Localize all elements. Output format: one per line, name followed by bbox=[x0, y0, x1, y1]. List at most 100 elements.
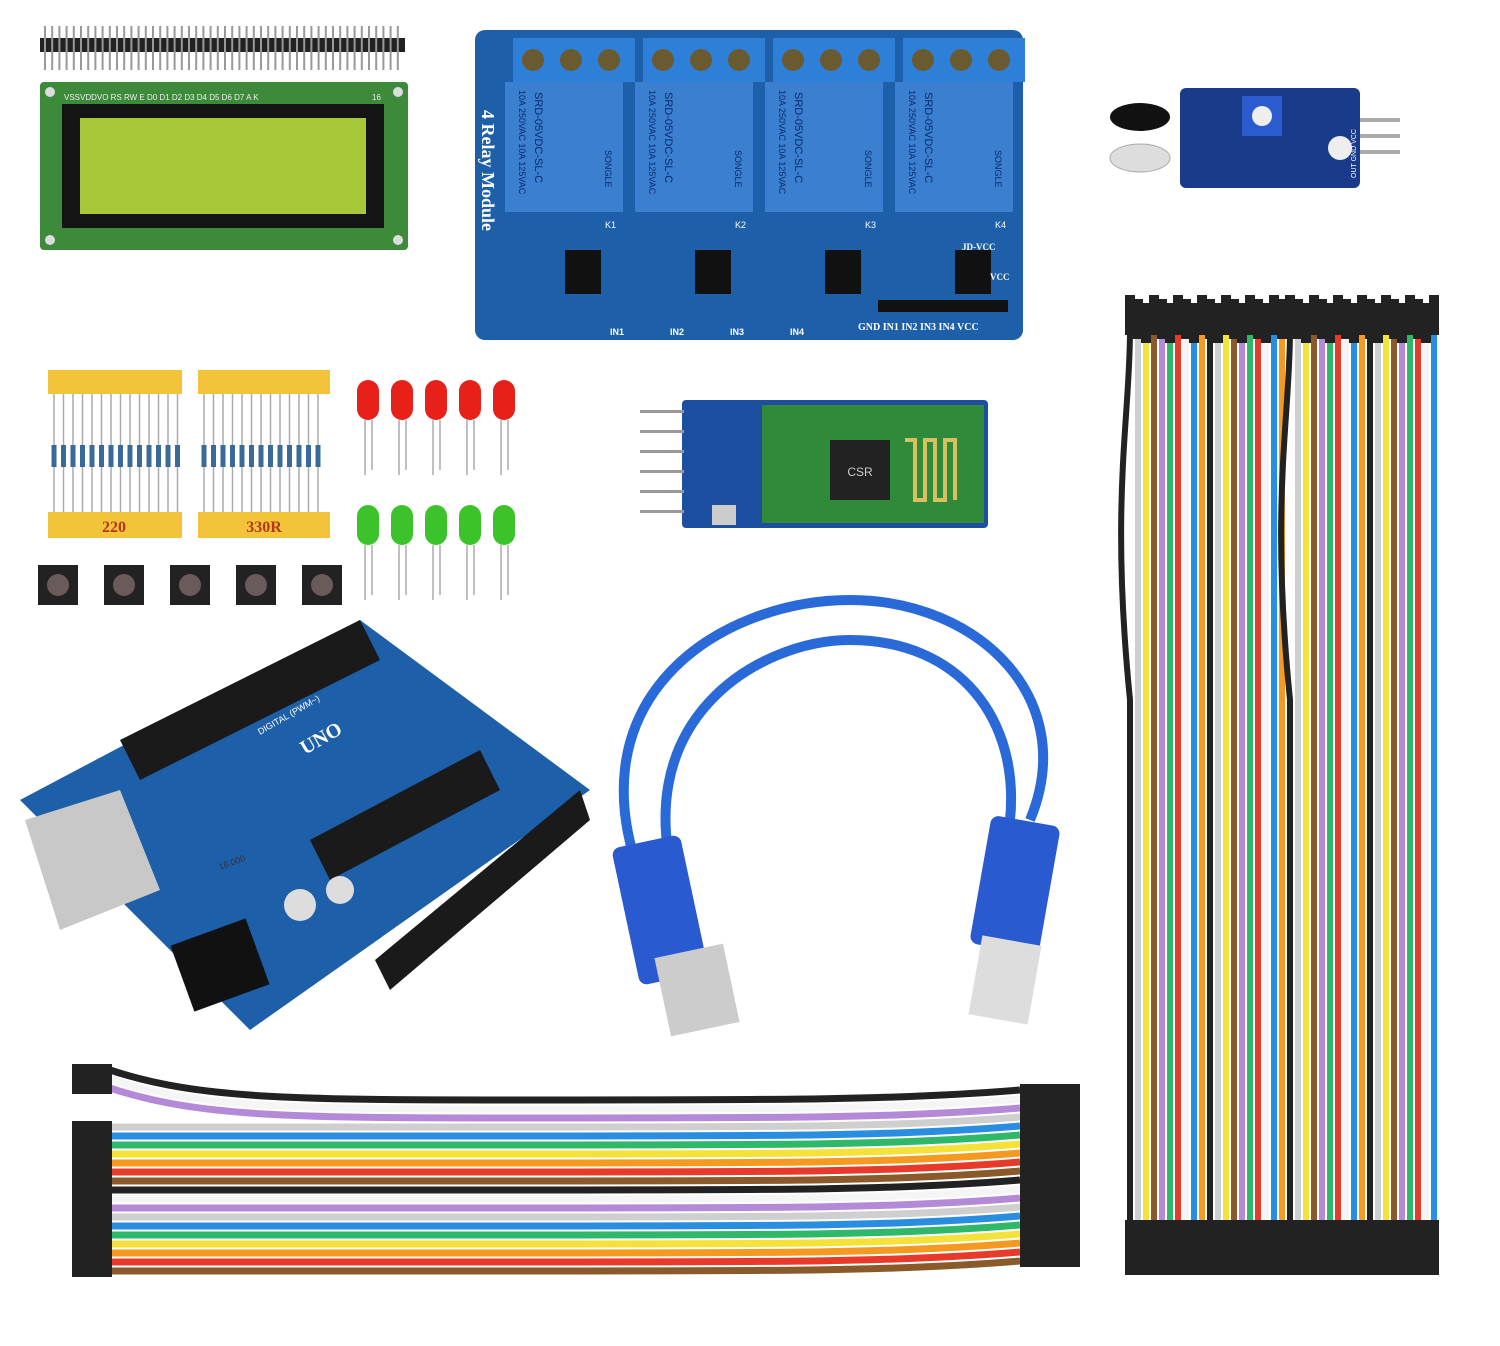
resistor bbox=[99, 445, 104, 467]
wire-connector bbox=[1197, 1220, 1207, 1275]
relay-module: 10A 250VAC 10A 125VAC SRD-05VDC-SL-C SONGL… bbox=[475, 30, 1025, 340]
wire-connector bbox=[1173, 1220, 1183, 1275]
led bbox=[493, 505, 515, 545]
screw bbox=[782, 49, 804, 71]
relay bbox=[635, 82, 753, 212]
screw bbox=[560, 49, 582, 71]
resistor bbox=[165, 445, 171, 467]
resistor-label-330r: 330R bbox=[246, 519, 282, 536]
jumper-wire bbox=[108, 1084, 1021, 1122]
wire-connector bbox=[1221, 1220, 1231, 1275]
wire-connector bbox=[1373, 303, 1383, 343]
wire-connector bbox=[1125, 1220, 1135, 1275]
wire-connector bbox=[1261, 303, 1271, 343]
wire-connector bbox=[1165, 1220, 1175, 1275]
optocoupler bbox=[565, 250, 601, 294]
tape bbox=[198, 512, 330, 538]
wire-connector bbox=[1149, 1220, 1159, 1275]
leds bbox=[357, 380, 515, 600]
wire-connector bbox=[1253, 299, 1263, 339]
relay-brand: SONGLE bbox=[733, 150, 743, 188]
wire-connector bbox=[1405, 295, 1415, 335]
wire-connector bbox=[1429, 295, 1439, 335]
jumper-wire bbox=[109, 1158, 1021, 1176]
bluetooth-pin bbox=[640, 410, 684, 413]
screw bbox=[522, 49, 544, 71]
relay bbox=[895, 82, 1013, 212]
resistor bbox=[287, 445, 292, 467]
bluetooth-pin bbox=[640, 450, 684, 453]
relay-header-label: GND IN1 IN2 IN3 IN4 VCC bbox=[858, 322, 979, 333]
tape bbox=[48, 370, 182, 394]
relay-channel-label: K1 bbox=[605, 220, 616, 230]
wire-connector bbox=[1325, 1220, 1335, 1275]
wire-connector bbox=[1285, 1220, 1295, 1275]
bluetooth-module: CSR bbox=[640, 400, 988, 528]
wire-connector bbox=[1349, 1220, 1359, 1275]
resistor bbox=[137, 445, 142, 467]
resistor bbox=[89, 445, 95, 467]
jumper-wire bbox=[108, 1066, 1021, 1104]
wire-connector bbox=[1397, 1220, 1407, 1275]
relay-channel-label: K3 bbox=[865, 220, 876, 230]
screw bbox=[912, 49, 934, 71]
relay-channel-label: K2 bbox=[735, 220, 746, 230]
wire-connector bbox=[1381, 1220, 1391, 1275]
resistor bbox=[61, 445, 66, 467]
wire-connector bbox=[1341, 1220, 1351, 1275]
resistor-packs bbox=[48, 370, 330, 538]
wire-connector bbox=[1421, 303, 1431, 343]
wire-connector bbox=[1020, 1255, 1080, 1267]
wire-connector bbox=[1301, 1220, 1311, 1275]
jumper-wires-vertical-left bbox=[1118, 295, 1287, 1275]
wire-connector bbox=[1213, 303, 1223, 343]
wire-connector bbox=[1133, 299, 1143, 339]
relay-jumper-label: JD-VCC bbox=[962, 242, 996, 252]
relay-brand: SONGLE bbox=[603, 150, 613, 188]
arduino-uno-board: UNO DIGITAL (PWM~) 16.000 bbox=[20, 620, 590, 1030]
wire-connector bbox=[1285, 295, 1295, 335]
bluetooth-pin bbox=[640, 510, 684, 513]
wire-connector bbox=[1413, 299, 1423, 339]
relay-rating: 10A 250VAC 10A 125VAC bbox=[517, 90, 527, 195]
jumper-wire bbox=[110, 1194, 1021, 1212]
screw bbox=[988, 49, 1010, 71]
wire-connector bbox=[1205, 1220, 1215, 1275]
jumper-wire bbox=[109, 1248, 1021, 1266]
relay-input-led-label: IN3 bbox=[730, 327, 744, 337]
bluetooth-pin bbox=[640, 470, 684, 473]
wire-connector bbox=[1365, 1220, 1375, 1275]
resistor bbox=[258, 445, 264, 467]
wire-connector bbox=[1277, 1220, 1287, 1275]
wire-connector bbox=[1301, 303, 1311, 343]
led bbox=[357, 380, 379, 420]
wire-connector bbox=[1181, 1220, 1191, 1275]
resistor bbox=[146, 445, 152, 467]
wire-connector bbox=[1165, 303, 1175, 343]
wire-connector bbox=[1317, 299, 1327, 339]
wire-connector bbox=[1397, 303, 1407, 343]
wire-connector bbox=[72, 1082, 112, 1094]
wire-connector bbox=[1237, 1220, 1247, 1275]
tape bbox=[48, 512, 182, 538]
relay-rating: 10A 250VAC 10A 125VAC bbox=[777, 90, 787, 195]
led bbox=[425, 380, 447, 420]
screw bbox=[598, 49, 620, 71]
wire-connector bbox=[1189, 303, 1199, 343]
resistor bbox=[70, 445, 76, 467]
wire-connector bbox=[1213, 1220, 1223, 1275]
wire-connector bbox=[1333, 295, 1343, 335]
screw bbox=[950, 49, 972, 71]
optocoupler bbox=[955, 250, 991, 294]
jumper-wire bbox=[110, 1131, 1021, 1149]
push-button-cap bbox=[113, 574, 135, 596]
jumper-wire bbox=[110, 1212, 1021, 1230]
wire-connector bbox=[1133, 1220, 1143, 1275]
pin-header-strip bbox=[40, 26, 405, 70]
led bbox=[391, 380, 413, 420]
wire-connector bbox=[1341, 299, 1351, 339]
resistor bbox=[175, 445, 180, 467]
wire-connector bbox=[1405, 1220, 1415, 1275]
bluetooth-pin bbox=[640, 490, 684, 493]
relay-model: SRD-05VDC-SL-C bbox=[922, 92, 934, 183]
